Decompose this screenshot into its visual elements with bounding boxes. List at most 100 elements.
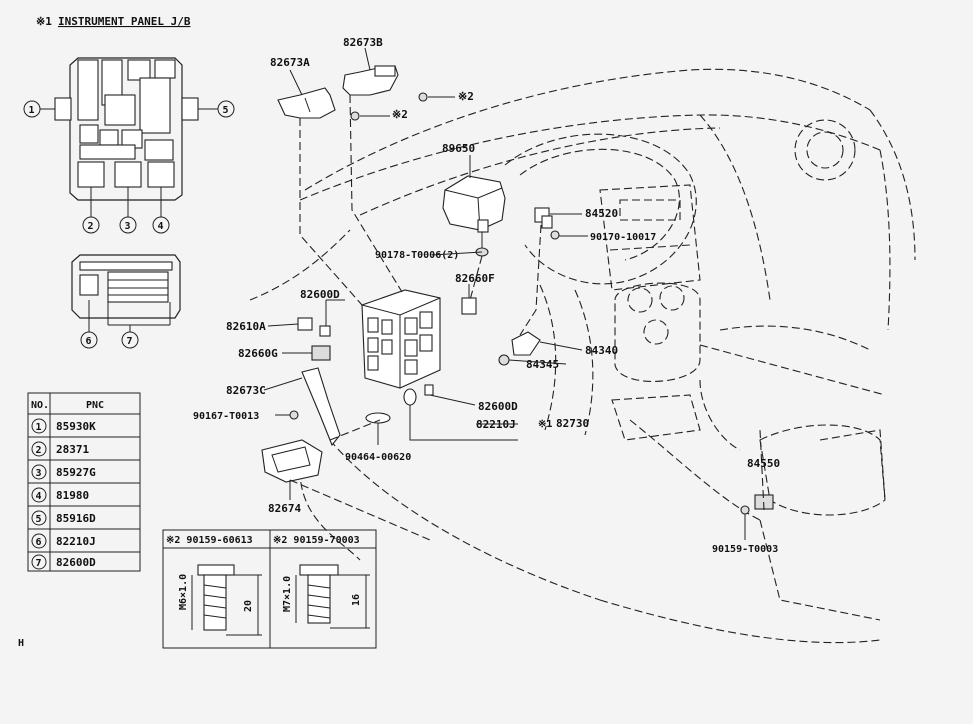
junction-block-front — [54, 57, 199, 201]
label-82730-mark: ※1 — [538, 419, 552, 430]
pnc-row-4: 4 81980 — [31, 487, 89, 503]
svg-text:82210J: 82210J — [56, 535, 96, 548]
pnc-header-no: NO. — [31, 400, 49, 411]
label-89650: 89650 — [442, 142, 475, 155]
bolt-right-title: ※2 90159-70003 — [273, 535, 360, 546]
svg-text:4: 4 — [36, 491, 42, 502]
switch-84340 — [511, 331, 583, 356]
svg-text:3: 3 — [125, 221, 131, 232]
pnc-row-3: 3 85927G — [31, 464, 96, 480]
svg-text:1: 1 — [36, 422, 42, 433]
label-82673C: 82673C — [226, 384, 266, 397]
pnc-row-6: 6 82210J — [31, 533, 96, 549]
pnc-row-2: 2 28371 — [31, 441, 89, 457]
svg-text:85916D: 85916D — [56, 512, 96, 525]
bolt-left-title: ※2 90159-60613 — [166, 535, 253, 546]
svg-text:7: 7 — [36, 558, 42, 569]
nut-84345 — [498, 354, 510, 366]
jb-marker-4: 4 — [152, 216, 170, 234]
svg-text:1: 1 — [29, 105, 35, 116]
svg-text:2: 2 — [36, 445, 42, 456]
label-84345: 84345 — [526, 358, 559, 371]
screw-90159-T0003 — [740, 505, 750, 540]
bolt-left-length: 20 — [243, 600, 254, 612]
label-90464: 90464-00620 — [345, 452, 411, 463]
label-82730: 82730 — [556, 417, 589, 430]
jb-marker-2: 2 — [82, 216, 100, 234]
pnc-row-1: 1 85930K — [31, 418, 96, 434]
bolt-icon-b — [418, 92, 455, 102]
jb-marker-leaders — [40, 108, 218, 217]
svg-text:7: 7 — [127, 336, 133, 347]
relay-82660F — [461, 284, 477, 315]
jb-marker-5: 5 — [217, 100, 235, 118]
svg-text:82600D: 82600D — [56, 556, 96, 569]
label-84550: 84550 — [747, 457, 780, 470]
pnc-table: NO. PNC 1 85930K 2 28371 3 85927G 4 8198… — [27, 392, 141, 572]
bolt-icon-a — [350, 111, 390, 121]
svg-text:85927G: 85927G — [56, 466, 96, 479]
relay-82600D-top — [319, 299, 345, 337]
svg-text:85930K: 85930K — [56, 420, 96, 433]
svg-text:4: 4 — [158, 221, 164, 232]
label-84520: 84520 — [585, 207, 618, 220]
switch-84520 — [534, 207, 588, 240]
dashed-leaders — [289, 94, 765, 541]
label-90178: 90178-T0006(2) — [375, 250, 459, 261]
label-84340: 84340 — [585, 344, 618, 357]
junction-block-rear — [71, 254, 181, 332]
bracket-82673B — [342, 47, 399, 96]
label-90159-T0003: 90159-T0003 — [712, 544, 778, 555]
svg-text:5: 5 — [36, 514, 42, 525]
jb-marker-7: 7 — [121, 331, 139, 349]
pnc-row-7: 7 82600D — [31, 554, 96, 570]
svg-text:3: 3 — [36, 468, 42, 479]
bolt-left-thread: M6×1.0 — [178, 574, 189, 610]
pnc-header-pnc: PNC — [86, 400, 104, 411]
jb-title-group: ※1 INSTRUMENT PANEL J/B — [36, 15, 191, 28]
main-junction-block — [361, 289, 441, 389]
module-89650 — [442, 155, 506, 257]
bolt-detail-box: ※2 90159-60613 ※2 90159-70003 M6×1.0 20 … — [162, 529, 377, 649]
label-82660F: 82660F — [455, 272, 495, 285]
label-82674: 82674 — [268, 502, 301, 515]
jb-marker-1: 1 — [23, 100, 41, 118]
svg-text:81980: 81980 — [56, 489, 89, 502]
svg-text:5: 5 — [223, 105, 229, 116]
bolt-left: M6×1.0 20 — [178, 564, 262, 636]
label-82673B: 82673B — [343, 36, 383, 49]
jb-marker-3: 3 — [119, 216, 137, 234]
footer-mark: H — [18, 638, 24, 649]
part-labels: 82673A 82673B ※2 ※2 89650 84520 90170-10… — [193, 36, 780, 555]
label-90167: 90167-T0013 — [193, 411, 259, 422]
label-82600D-low: 82600D — [478, 400, 518, 413]
pnc-row-5: 5 85916D — [31, 510, 96, 526]
jb-title: INSTRUMENT PANEL J/B — [58, 15, 191, 28]
label-82673A: 82673A — [270, 56, 310, 69]
bolt-right-length: 16 — [351, 594, 362, 606]
svg-text:28371: 28371 — [56, 443, 89, 456]
label-note2a: ※2 — [392, 108, 408, 121]
jb-marker-6: 6 — [80, 331, 98, 349]
bolt-right: M7×1.0 16 — [282, 564, 370, 629]
cover-82674 — [261, 439, 323, 500]
screw-90167 — [289, 410, 299, 420]
svg-text:6: 6 — [36, 537, 42, 548]
label-82610A: 82610A — [226, 320, 266, 333]
relay-82610A — [297, 317, 313, 331]
relay-82210J — [403, 388, 518, 441]
bracket-82673A — [277, 69, 336, 119]
bolt-right-thread: M7×1.0 — [282, 576, 293, 612]
relay-82660G — [311, 345, 331, 361]
label-82660G: 82660G — [238, 347, 278, 360]
svg-text:2: 2 — [88, 221, 94, 232]
jb-title-mark: ※1 — [36, 15, 52, 28]
label-90170: 90170-10017 — [590, 232, 656, 243]
relay-82600D-low — [424, 384, 476, 406]
label-82600D-top: 82600D — [300, 288, 340, 301]
bracket-82673C — [301, 367, 341, 447]
clip-90464 — [365, 412, 391, 445]
label-note2b: ※2 — [458, 90, 474, 103]
svg-text:6: 6 — [86, 336, 92, 347]
